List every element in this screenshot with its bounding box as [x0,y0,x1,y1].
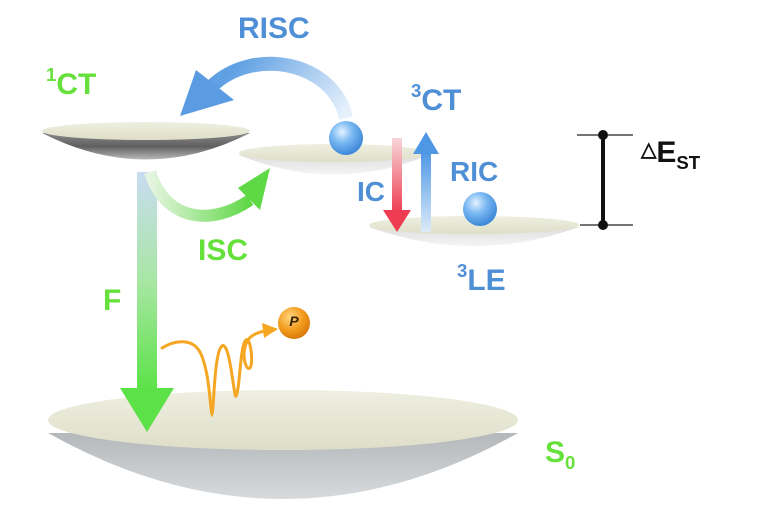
ric-label: RIC [450,156,499,187]
singlet-ct-disc [42,122,250,160]
electron-ball-icon [329,121,363,155]
ric-up-arrow-icon [413,132,439,232]
ic-label: IC [357,176,385,207]
photon-label: P [289,313,299,329]
triplet-ct-label: 3CT [411,79,462,117]
electron-ball-icon [463,192,497,226]
wavy-arrow-icon [160,323,278,418]
s0-level-disc [48,390,518,499]
ground-state-label: S0 [545,436,576,473]
triplet-ct-disc [239,144,429,175]
singlet-ct-label: 1CT [46,63,97,101]
triplet-le-label: 3LE [457,259,506,297]
energy-gap-label: △EST [641,136,701,173]
photon-icon [278,307,310,339]
fluorescence-arrow [120,172,174,432]
risc-curved-arrow-icon [180,56,353,120]
ic-down-arrow-icon [383,138,411,232]
isc-label: ISC [198,234,249,267]
dimension-bar-icon [577,130,633,230]
risc-label: RISC [238,12,310,45]
fluorescence-label: F [103,284,122,317]
isc-curved-arrow-icon [144,168,270,222]
